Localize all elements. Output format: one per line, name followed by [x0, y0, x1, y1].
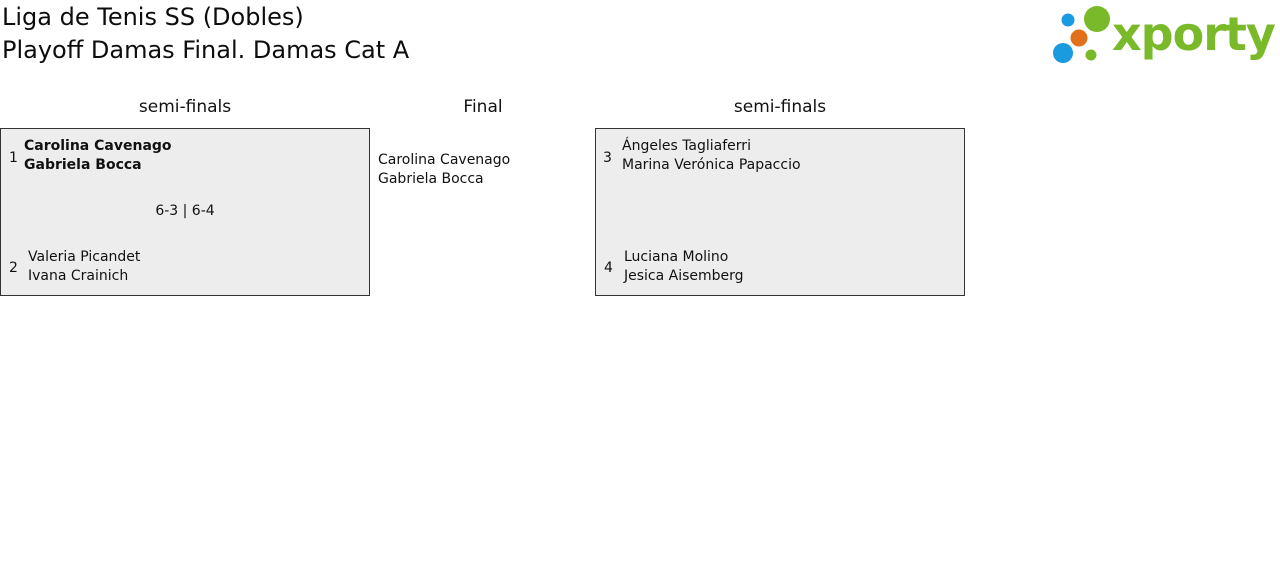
team-2-player-1: Valeria Picandet [28, 249, 141, 265]
logo-wordmark: xporty [1112, 7, 1276, 61]
xporty-logo[interactable]: xporty [1050, 2, 1278, 68]
team-3-player-2: Marina Verónica Papaccio [622, 157, 801, 173]
team-2-player-2: Ivana Crainich [28, 268, 129, 284]
match-score: 6-3 | 6-4 [155, 203, 215, 219]
team-4-player-2: Jesica Aisemberg [624, 268, 744, 284]
column-header-final: Final [463, 97, 503, 117]
semifinal-match-2[interactable]: 3 Ángeles Tagliaferri Marina Verónica Pa… [595, 128, 965, 296]
team-1-player-2: Gabriela Bocca [24, 157, 142, 173]
tournament-subtitle: Playoff Damas Final. Damas Cat A [2, 36, 410, 64]
team-1-player-1: Carolina Cavenago [24, 138, 172, 154]
column-header-semifinals-left: semi-finals [138, 97, 232, 117]
column-header-semifinals-right: semi-finals [733, 97, 827, 117]
seed-number: 2 [9, 260, 18, 276]
seed-number: 3 [603, 150, 612, 166]
team-3-player-1: Ángeles Tagliaferri [622, 138, 751, 154]
league-title: Liga de Tenis SS (Dobles) [2, 3, 304, 31]
final-player-2: Gabriela Bocca [378, 171, 484, 187]
seed-number: 4 [604, 260, 613, 276]
seed-number: 1 [9, 150, 18, 166]
final-player-1: Carolina Cavenago [378, 152, 511, 168]
final-team: Carolina Cavenago Gabriela Bocca [378, 151, 510, 189]
semifinal-match-1[interactable]: 1 Carolina Cavenago Gabriela Bocca 6-3 |… [0, 128, 370, 296]
team-4-player-1: Luciana Molino [624, 249, 729, 265]
logo-dots-icon [1053, 6, 1110, 63]
